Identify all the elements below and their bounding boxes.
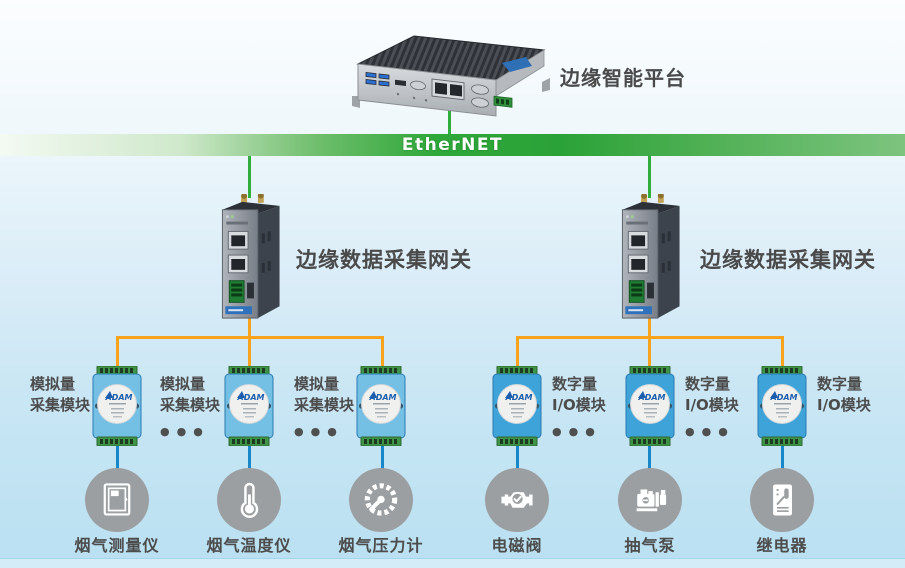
- device-circle-gas-pressure-gauge: [349, 468, 413, 532]
- module-link-l2: [248, 444, 251, 469]
- gateway-right-label: 边缘数据采集网关: [700, 248, 876, 272]
- bus-drop-l1: [116, 336, 119, 367]
- more-modules-ellipsis: ●●●: [294, 425, 344, 438]
- analog-module-1-image: [92, 366, 142, 446]
- bus-drop-l3: [381, 336, 384, 367]
- label-line1: 数字量: [817, 375, 863, 393]
- label-line2: 采集模块: [294, 396, 355, 414]
- ethernet-bus-bar: EtherNET: [0, 134, 905, 156]
- label-line2: I/O模块: [817, 396, 871, 414]
- label-line1: 模拟量: [294, 375, 340, 393]
- digital-module-2-image: [625, 366, 675, 446]
- platform-label: 边缘智能平台: [560, 66, 686, 90]
- more-modules-ellipsis: ●●●: [685, 425, 735, 438]
- device-label-solenoid-valve: 电磁阀: [491, 536, 543, 555]
- gateway-right-bus-stem: [648, 318, 651, 338]
- more-modules-ellipsis: ●●●: [160, 425, 210, 438]
- digital-module-label-1: 数字量 I/O模块 ●●●: [552, 374, 606, 442]
- device-circle-gas-analyzer: [85, 468, 149, 532]
- analog-module-3-image: [356, 366, 406, 446]
- device-label-relay: 继电器: [756, 536, 808, 555]
- gateway-left-image: [214, 194, 286, 324]
- relay-icon: [762, 480, 802, 520]
- thermometer-icon: [229, 480, 269, 520]
- link-ethernet-to-gateway-right: [648, 156, 651, 198]
- label-line1: 数字量: [685, 375, 731, 393]
- module-link-l3: [381, 444, 384, 469]
- label-line2: 采集模块: [30, 396, 91, 414]
- analog-module-label-1: 模拟量 采集模块: [30, 374, 90, 416]
- analog-module-label-2: 模拟量 采集模块 ●●●: [160, 374, 220, 442]
- analog-module-label-3: 模拟量 采集模块 ●●●: [294, 374, 354, 442]
- device-label-gas-analyzer: 烟气测量仪: [74, 536, 160, 555]
- link-platform-to-ethernet: [448, 96, 451, 134]
- digital-module-label-2: 数字量 I/O模块 ●●●: [685, 374, 739, 442]
- bus-drop-r2: [648, 336, 651, 367]
- digital-module-label-3: 数字量 I/O模块: [817, 374, 871, 416]
- bus-drop-r3: [781, 336, 784, 367]
- module-link-r1: [516, 444, 519, 469]
- more-modules-ellipsis: ●●●: [552, 425, 602, 438]
- label-line1: 模拟量: [30, 375, 76, 393]
- valve-icon: [497, 480, 537, 520]
- label-line1: 数字量: [552, 375, 598, 393]
- module-link-r3: [781, 444, 784, 469]
- edge-platform-pc-image: [352, 35, 550, 117]
- module-link-l1: [116, 444, 119, 469]
- cabinet-icon: [97, 480, 137, 520]
- gauge-icon: [361, 480, 401, 520]
- footer-strip: [0, 558, 905, 568]
- device-circle-solenoid-valve: [485, 468, 549, 532]
- link-ethernet-to-gateway-left: [248, 156, 251, 198]
- gateway-left-label: 边缘数据采集网关: [296, 248, 472, 272]
- pump-icon: [630, 480, 670, 520]
- label-line2: I/O模块: [552, 396, 606, 414]
- label-line1: 模拟量: [160, 375, 206, 393]
- module-link-r2: [648, 444, 651, 469]
- device-circle-relay: [750, 468, 814, 532]
- bus-drop-r1: [516, 336, 519, 367]
- digital-module-1-image: [492, 366, 542, 446]
- gateway-left-bus-stem: [248, 318, 251, 338]
- bus-drop-l2: [248, 336, 251, 367]
- gateway-right-image: [614, 194, 686, 324]
- analog-module-2-image: [224, 366, 274, 446]
- device-circle-air-pump: [618, 468, 682, 532]
- device-label-gas-thermometer: 烟气温度仪: [206, 536, 292, 555]
- label-line2: 采集模块: [160, 396, 221, 414]
- device-label-gas-pressure-gauge: 烟气压力计: [338, 536, 424, 555]
- label-line2: I/O模块: [685, 396, 739, 414]
- device-circle-gas-thermometer: [217, 468, 281, 532]
- digital-module-3-image: [757, 366, 807, 446]
- device-label-air-pump: 抽气泵: [624, 536, 676, 555]
- ethernet-label: EtherNET: [401, 135, 504, 155]
